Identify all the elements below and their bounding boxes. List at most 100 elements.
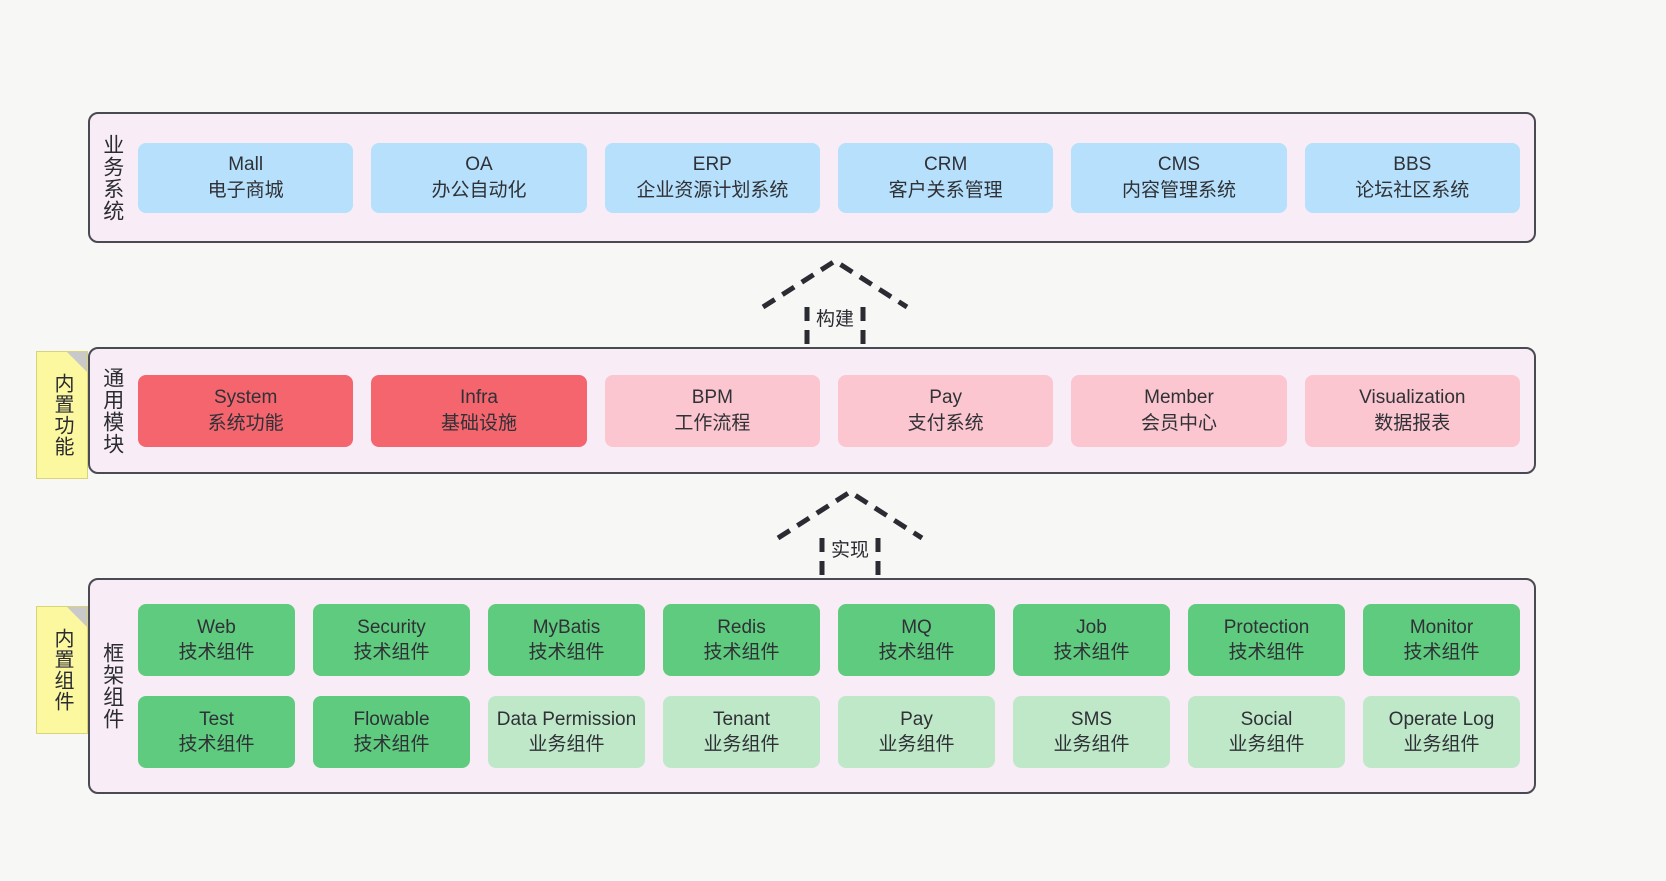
- cell-en-label: OA: [465, 154, 493, 176]
- cell-en-label: Job: [1076, 616, 1107, 638]
- cell-cn-label: 客户关系管理: [888, 179, 1003, 201]
- cell-cn-label: 技术组件: [178, 642, 255, 663]
- business-cell-crm[interactable]: CRM 客户关系管理: [837, 142, 1054, 213]
- cell-en-label: Pay: [929, 387, 963, 409]
- cell-cn-label: 办公自动化: [431, 179, 527, 201]
- cell-cn-label: 企业资源计划系统: [636, 179, 789, 201]
- cell-en-label: Operate Log: [1388, 708, 1495, 730]
- framework-cell-data-permission[interactable]: Data Permission 业务组件: [488, 696, 645, 768]
- cell-cn-label: 业务组件: [1403, 734, 1480, 755]
- cell-en-label: Redis: [717, 616, 766, 638]
- framework-cell-redis[interactable]: Redis 技术组件: [663, 604, 820, 676]
- framework-cell-test[interactable]: Test 技术组件: [138, 696, 295, 768]
- layer-row: Mall 电子商城 OA 办公自动化 ERP 企业资源计划系统 CRM 客户关系…: [138, 142, 1520, 213]
- layer-title-framework: 框架组件: [100, 642, 124, 730]
- layer-framework-components: 框架组件 Web 技术组件 Security 技术组件 MyBatis 技术组件…: [88, 578, 1536, 794]
- framework-cell-flowable[interactable]: Flowable 技术组件: [313, 696, 470, 768]
- framework-cell-tenant[interactable]: Tenant 业务组件: [663, 696, 820, 768]
- business-cell-erp[interactable]: ERP 企业资源计划系统: [604, 142, 820, 213]
- cell-cn-label: 技术组件: [178, 734, 255, 755]
- cell-en-label: Tenant: [712, 708, 771, 730]
- connector-build: 构建: [745, 255, 925, 353]
- layer-body-framework: Web 技术组件 Security 技术组件 MyBatis 技术组件 Redi…: [134, 580, 1534, 792]
- cell-cn-label: 技术组件: [703, 642, 780, 663]
- module-cell-infra[interactable]: Infra 基础设施: [371, 374, 587, 447]
- cell-en-label: Monitor: [1409, 616, 1474, 638]
- framework-cell-protection[interactable]: Protection 技术组件: [1188, 604, 1345, 676]
- cell-en-label: System: [213, 387, 278, 409]
- framework-cell-monitor[interactable]: Monitor 技术组件: [1363, 604, 1520, 676]
- cell-cn-label: 业务组件: [528, 734, 605, 755]
- framework-cell-job[interactable]: Job 技术组件: [1013, 604, 1170, 676]
- layer-body-common: System 系统功能 Infra 基础设施 BPM 工作流程 Pay 支付系统…: [134, 349, 1534, 472]
- cell-cn-label: 技术组件: [528, 642, 605, 663]
- cell-en-label: Test: [199, 708, 234, 730]
- cell-cn-label: 电子商城: [207, 179, 284, 201]
- module-cell-member[interactable]: Member 会员中心: [1071, 374, 1287, 447]
- cell-cn-label: 业务组件: [1228, 734, 1305, 755]
- module-cell-system[interactable]: System 系统功能: [138, 374, 354, 447]
- cell-cn-label: 支付系统: [907, 412, 984, 434]
- framework-cell-web[interactable]: Web 技术组件: [138, 604, 295, 676]
- cell-en-label: CMS: [1157, 154, 1201, 176]
- cell-en-label: Member: [1144, 387, 1214, 409]
- cell-cn-label: 技术组件: [1228, 642, 1305, 663]
- cell-cn-label: 会员中心: [1140, 412, 1217, 434]
- cell-cn-label: 业务组件: [1053, 734, 1130, 755]
- cell-cn-label: 业务组件: [703, 734, 780, 755]
- cell-cn-label: 技术组件: [353, 734, 430, 755]
- cell-en-label: MQ: [901, 616, 932, 638]
- business-cell-oa[interactable]: OA 办公自动化: [371, 142, 587, 213]
- cell-en-label: MyBatis: [532, 616, 601, 638]
- framework-cell-social[interactable]: Social 业务组件: [1188, 696, 1345, 768]
- cell-en-label: BBS: [1393, 154, 1432, 176]
- cell-cn-label: 数据报表: [1374, 412, 1451, 434]
- note-builtin-components: 内置组件: [36, 606, 88, 734]
- cell-cn-label: 基础设施: [440, 412, 517, 434]
- cell-cn-label: 系统功能: [207, 412, 284, 434]
- cell-en-label: BPM: [691, 387, 733, 409]
- cell-cn-label: 内容管理系统: [1121, 179, 1236, 201]
- framework-cell-mybatis[interactable]: MyBatis 技术组件: [488, 604, 645, 676]
- layer-row: Web 技术组件 Security 技术组件 MyBatis 技术组件 Redi…: [138, 604, 1520, 676]
- framework-cell-security[interactable]: Security 技术组件: [313, 604, 470, 676]
- layer-row: System 系统功能 Infra 基础设施 BPM 工作流程 Pay 支付系统…: [138, 374, 1520, 447]
- cell-cn-label: 工作流程: [674, 412, 751, 434]
- business-cell-cms[interactable]: CMS 内容管理系统: [1071, 142, 1287, 213]
- layer-body-business: Mall 电子商城 OA 办公自动化 ERP 企业资源计划系统 CRM 客户关系…: [134, 114, 1534, 241]
- framework-cell-pay[interactable]: Pay 业务组件: [838, 696, 995, 768]
- layer-common-modules: 通用模块 System 系统功能 Infra 基础设施 BPM 工作流程 Pay…: [88, 347, 1536, 474]
- framework-cell-mq[interactable]: MQ 技术组件: [838, 604, 995, 676]
- layer-business-systems: 业务系统 Mall 电子商城 OA 办公自动化 ERP 企业资源计划系统 CRM…: [88, 112, 1536, 243]
- layer-row: Test 技术组件 Flowable 技术组件 Data Permission …: [138, 696, 1520, 768]
- cell-en-label: Social: [1240, 708, 1293, 730]
- cell-en-label: Security: [357, 616, 426, 638]
- layer-title-common: 通用模块: [100, 366, 124, 455]
- connector-implement: 实现: [760, 486, 940, 584]
- cell-en-label: Pay: [900, 708, 933, 730]
- cell-cn-label: 论坛社区系统: [1355, 179, 1470, 201]
- cell-en-label: Data Permission: [496, 708, 637, 730]
- cell-cn-label: 业务组件: [878, 734, 955, 755]
- layer-title-business: 业务系统: [100, 133, 124, 222]
- module-cell-bpm[interactable]: BPM 工作流程: [604, 374, 820, 447]
- cell-en-label: Web: [197, 616, 236, 638]
- cell-en-label: CRM: [924, 154, 968, 176]
- module-cell-visualization[interactable]: Visualization 数据报表: [1304, 374, 1520, 447]
- business-cell-bbs[interactable]: BBS 论坛社区系统: [1304, 142, 1520, 213]
- module-cell-pay[interactable]: Pay 支付系统: [837, 374, 1054, 447]
- cell-en-label: Mall: [228, 154, 264, 176]
- business-cell-mall[interactable]: Mall 电子商城: [138, 142, 354, 213]
- framework-cell-sms[interactable]: SMS 业务组件: [1013, 696, 1170, 768]
- cell-en-label: Infra: [459, 387, 498, 409]
- cell-cn-label: 技术组件: [878, 642, 955, 663]
- framework-cell-operate-log[interactable]: Operate Log 业务组件: [1363, 696, 1520, 768]
- cell-en-label: Visualization: [1359, 387, 1466, 409]
- cell-en-label: Protection: [1223, 616, 1310, 638]
- cell-cn-label: 技术组件: [1403, 642, 1480, 663]
- cell-cn-label: 技术组件: [353, 642, 430, 663]
- cell-en-label: SMS: [1070, 708, 1113, 730]
- cell-en-label: ERP: [692, 154, 732, 176]
- cell-cn-label: 技术组件: [1053, 642, 1130, 663]
- cell-en-label: Flowable: [353, 708, 430, 730]
